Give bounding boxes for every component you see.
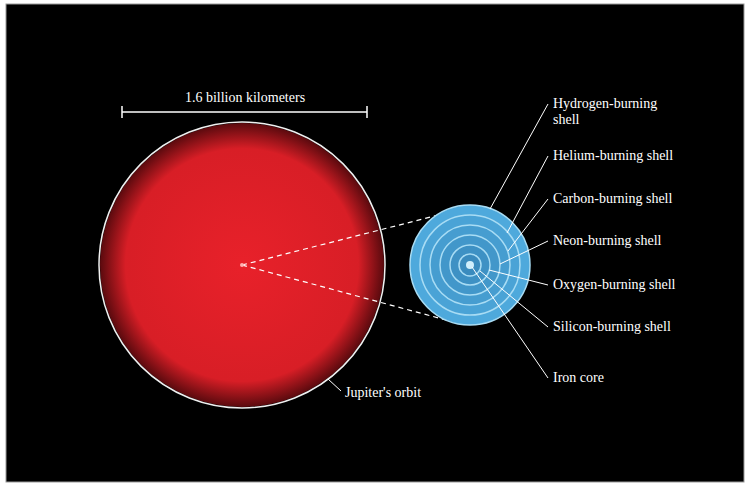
shell-label: Oxygen-burning shell	[553, 277, 683, 293]
leader-line	[489, 270, 548, 285]
shell-ring	[440, 235, 500, 295]
leader-line	[507, 156, 548, 233]
leader-line	[472, 267, 548, 378]
shell-label: Neon-burning shell	[553, 233, 683, 249]
leader-line	[480, 271, 548, 327]
shell-label: Hydrogen-burning shell	[553, 96, 683, 128]
shell-ring	[420, 215, 520, 315]
leader-lines	[328, 104, 548, 391]
scale-tick	[366, 106, 368, 118]
scale-tick	[121, 106, 123, 118]
scale-bar	[122, 111, 367, 113]
core-point	[240, 263, 244, 267]
shell-ring	[459, 254, 481, 276]
leader-line	[508, 199, 548, 251]
shell-label: Carbon-burning shell	[553, 191, 683, 207]
red-supergiant	[100, 123, 384, 407]
leader-line	[490, 104, 548, 209]
leader-line	[328, 379, 341, 391]
shell-label: Helium-burning shell	[553, 148, 683, 164]
shell-ring	[450, 245, 490, 285]
orbit-label: Jupiter's orbit	[345, 385, 475, 401]
shell-label: Silicon-burning shell	[553, 319, 683, 335]
background-panel	[6, 4, 744, 482]
dimension-label: 1.6 billion kilometers	[145, 90, 345, 106]
leader-line	[500, 241, 548, 264]
shell-ring	[430, 225, 510, 305]
jupiter-orbit	[99, 122, 385, 408]
core-label: Iron core	[553, 370, 683, 386]
